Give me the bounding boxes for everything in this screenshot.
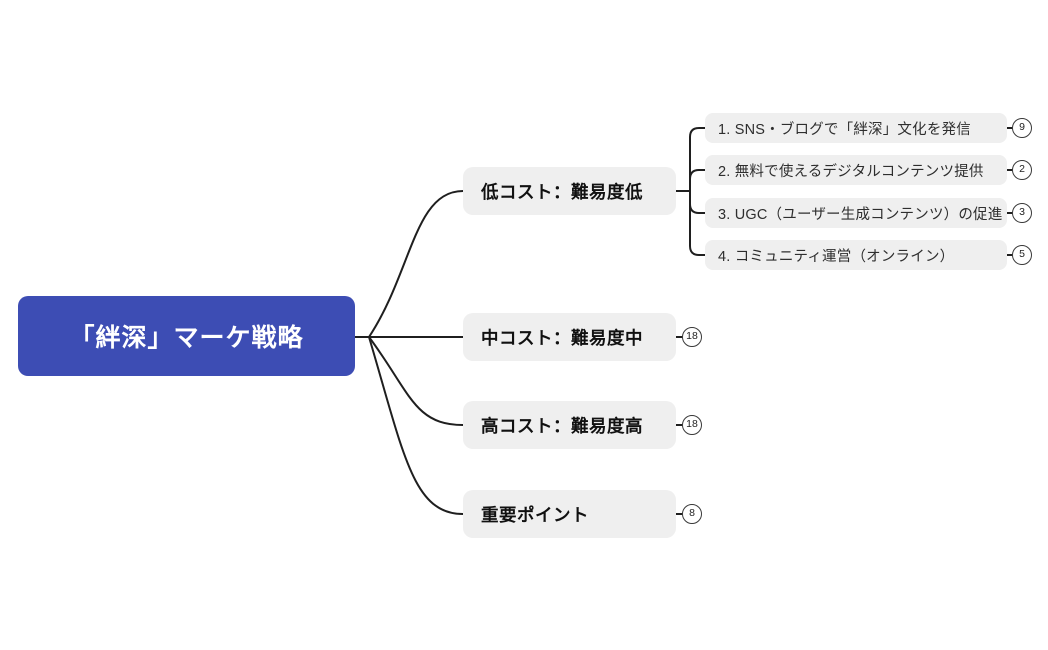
edge-root-branch1	[368, 190, 464, 338]
count-badge-high-cost[interactable]: 18	[682, 415, 702, 435]
edge-branch1-child2	[689, 169, 706, 192]
edge-branch1-child3	[689, 190, 706, 214]
count-badge-sns-blog[interactable]: 9	[1012, 118, 1032, 138]
child-node-free-digital-content[interactable]: 2. 無料で使えるデジタルコンテンツ提供	[705, 155, 1007, 185]
child-node-sns-blog[interactable]: 1. SNS・ブログで「絆深」文化を発信	[705, 113, 1007, 143]
edge-branch1-child1	[689, 127, 706, 192]
child-node-community[interactable]: 4. コミュニティ運営（オンライン）	[705, 240, 1007, 270]
child-node-ugc[interactable]: 3. UGC（ユーザー生成コンテンツ）の促進	[705, 198, 1007, 228]
count-badge-key-points[interactable]: 8	[682, 504, 702, 524]
edge-root-branch3	[368, 336, 464, 426]
count-badge-mid-cost[interactable]: 18	[682, 327, 702, 347]
edge-branch1-child4	[689, 190, 706, 256]
count-badge-free-digital-content[interactable]: 2	[1012, 160, 1032, 180]
branch-node-high-cost[interactable]: 高コスト：難易度高	[463, 401, 676, 449]
edge-root-branch4	[368, 336, 464, 515]
root-node[interactable]: 「絆深」マーケ戦略	[18, 296, 355, 376]
branch-node-mid-cost[interactable]: 中コスト：難易度中	[463, 313, 676, 361]
count-badge-ugc[interactable]: 3	[1012, 203, 1032, 223]
branch-node-low-cost[interactable]: 低コスト：難易度低	[463, 167, 676, 215]
branch-node-key-points[interactable]: 重要ポイント	[463, 490, 676, 538]
count-badge-community[interactable]: 5	[1012, 245, 1032, 265]
